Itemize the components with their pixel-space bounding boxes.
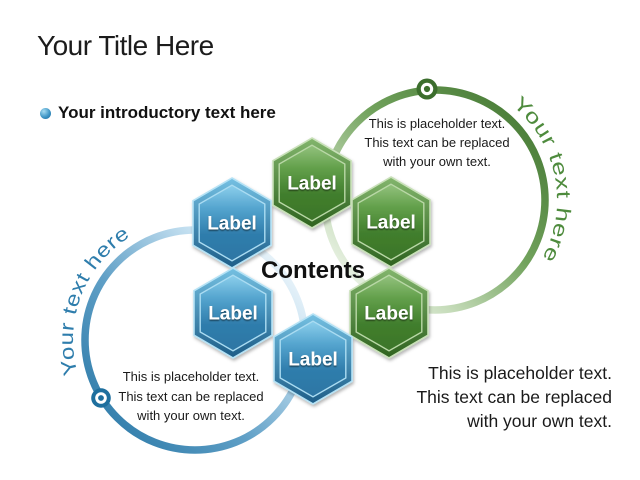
placeholder-line: This text can be replaced	[364, 135, 510, 150]
placeholder-line: with your own text.	[137, 408, 245, 423]
intro-text: Your introductory text here	[58, 103, 276, 122]
placeholder-line: with your own text.	[383, 154, 491, 169]
placeholder-line: This text can be replaced	[416, 387, 612, 407]
hexagon-label: Label	[288, 350, 338, 371]
hexagon-top-right[interactable]: Label	[351, 176, 431, 268]
intro-line[interactable]: Your introductory text here	[40, 103, 276, 123]
hexagon-bottom-right[interactable]: Label	[349, 267, 429, 359]
diagram-center-label[interactable]: Contents	[261, 257, 365, 284]
hexagon-label: Label	[287, 174, 337, 195]
placeholder-text-bottom-right[interactable]: This is placeholder text. This text can …	[378, 361, 612, 433]
placeholder-line: This is placeholder text.	[122, 369, 260, 384]
placeholder-text-top[interactable]: This is placeholder text. This text can …	[347, 114, 527, 171]
placeholder-line: This is placeholder text.	[368, 116, 506, 131]
page-title[interactable]: Your Title Here	[37, 30, 214, 61]
green-ring-node-icon	[416, 78, 438, 100]
placeholder-text-bottom-left[interactable]: This is placeholder text. This text can …	[99, 367, 283, 426]
hexagon-label: Label	[207, 214, 257, 235]
hexagon-label: Label	[208, 304, 258, 325]
placeholder-line: with your own text.	[467, 411, 612, 431]
hexagon-label: Label	[366, 213, 416, 234]
hexagon-top[interactable]: Label	[272, 137, 352, 229]
bullet-icon	[40, 107, 51, 119]
hexagon-bottom-left[interactable]: Label	[193, 267, 273, 359]
placeholder-line: This text can be replaced	[118, 388, 264, 404]
hexagon-top-left[interactable]: Label	[192, 177, 272, 269]
hexagon-bottom[interactable]: Label	[273, 313, 353, 405]
placeholder-line: This is placeholder text.	[428, 363, 612, 383]
hexagon-label: Label	[364, 304, 414, 325]
blue-ring-node-icon	[91, 388, 111, 408]
